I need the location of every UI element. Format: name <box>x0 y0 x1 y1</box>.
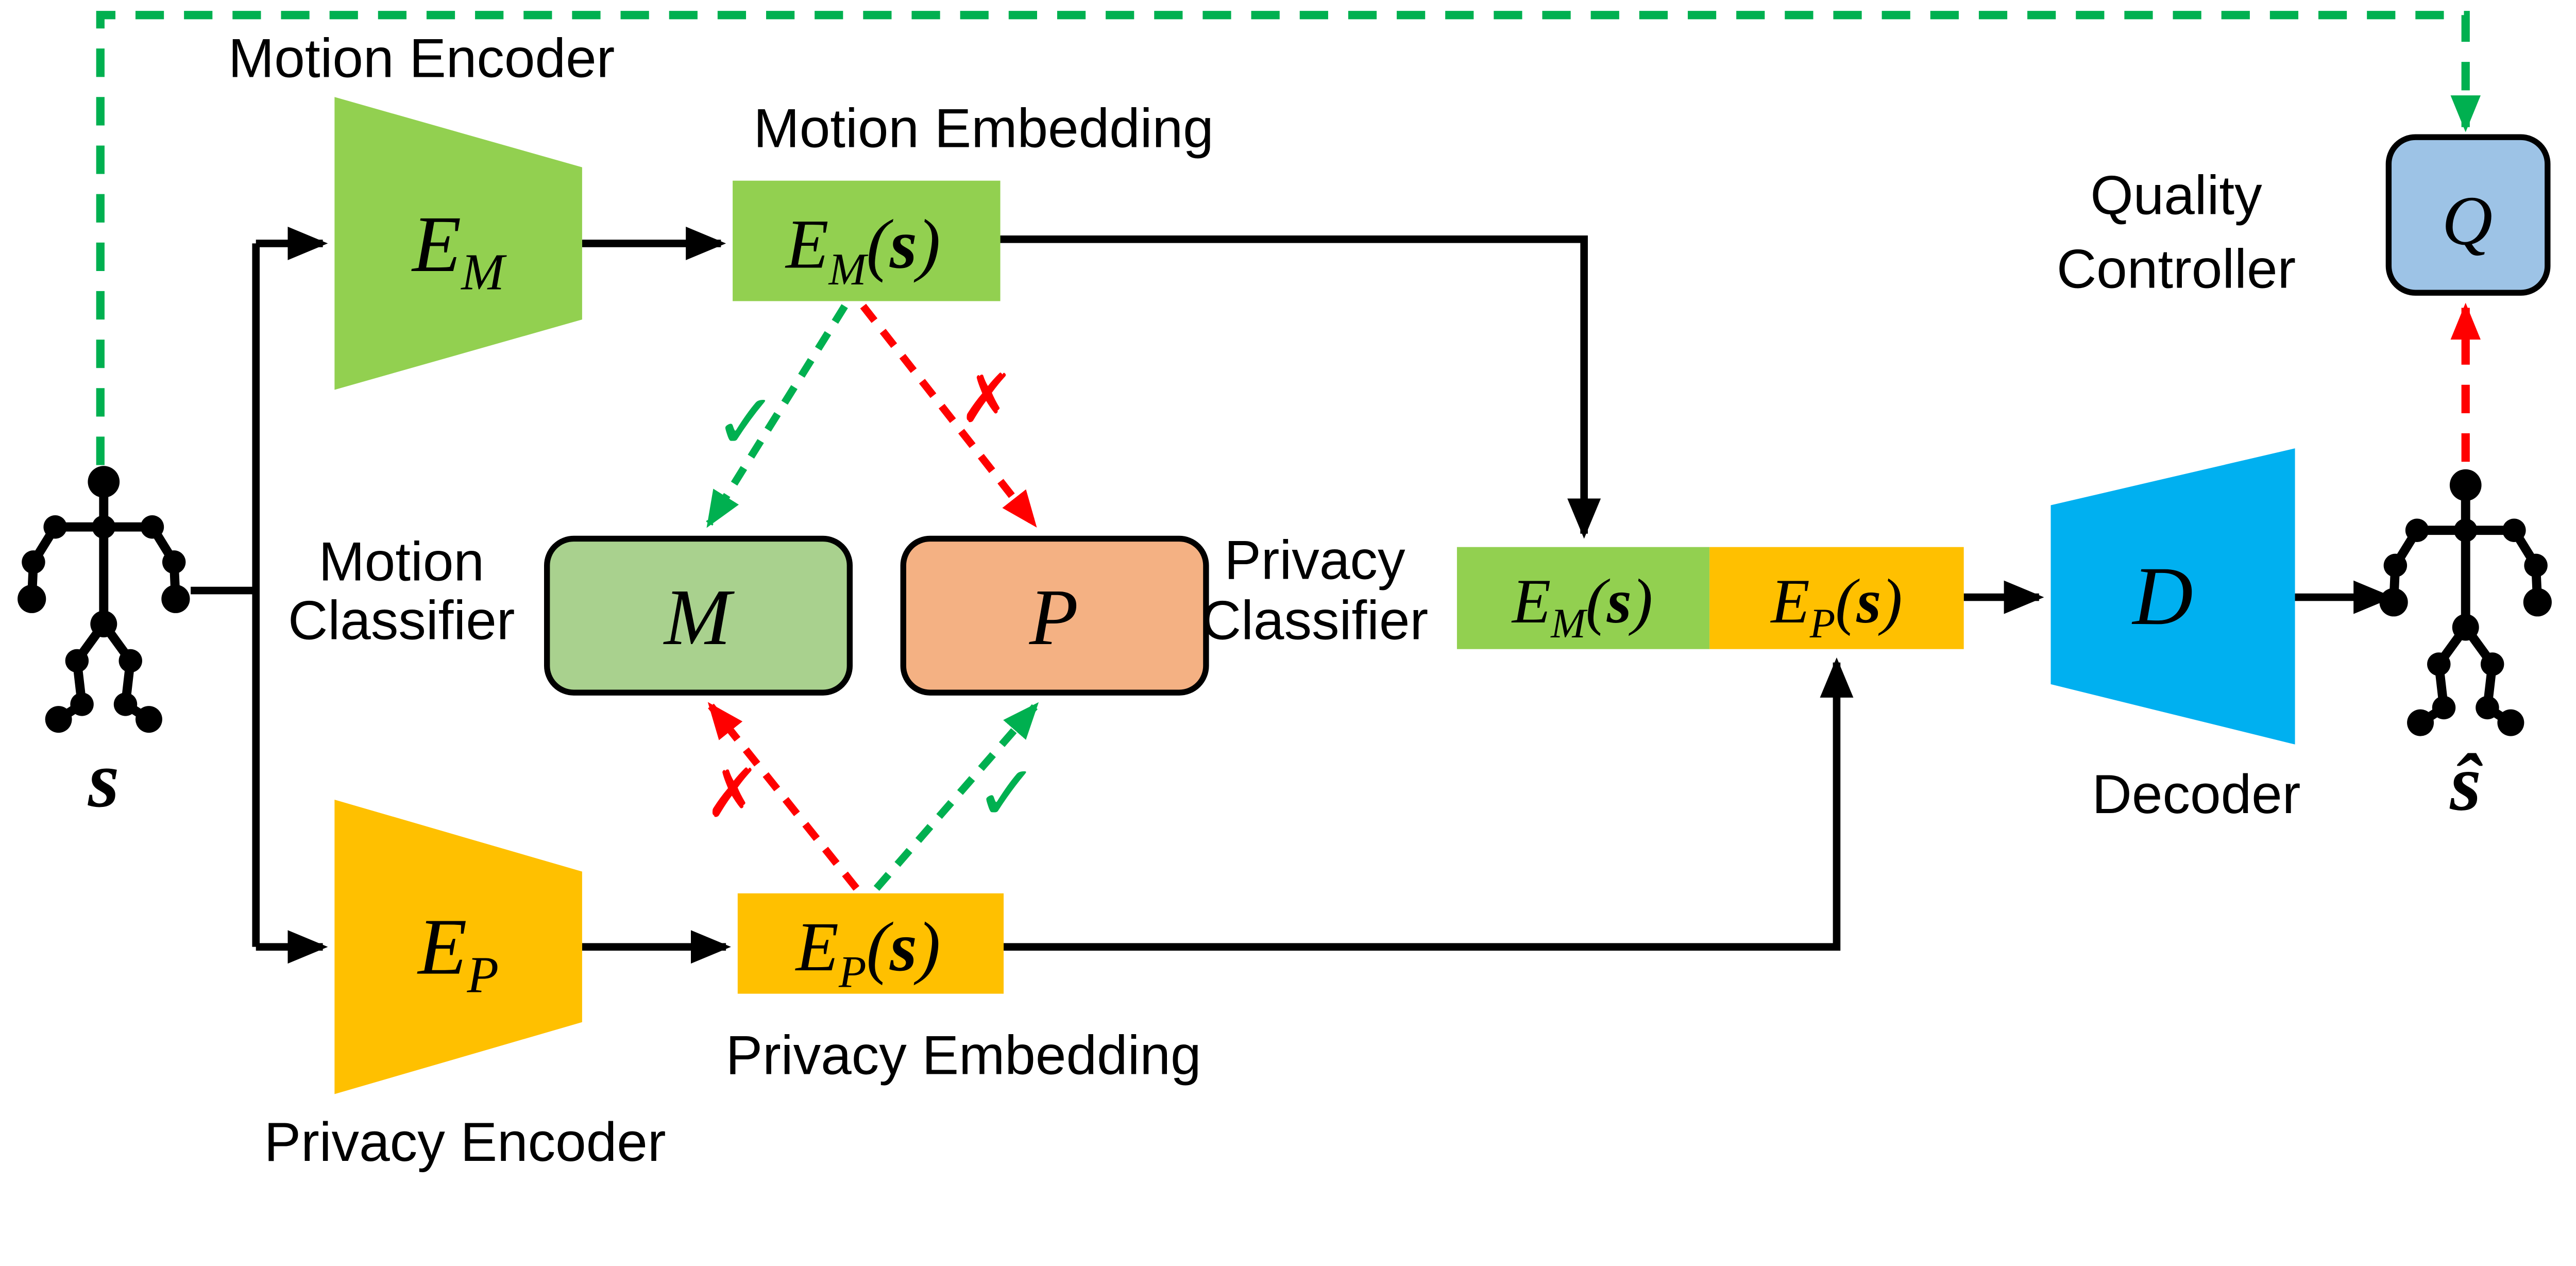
motion-classifier-box <box>544 535 853 696</box>
privacy-classifier-label-line1: Privacy <box>1224 529 1405 590</box>
architecture-diagram: Motion Encoder Motion Embedding Motion C… <box>13 11 2556 1173</box>
motion-encoder-symbol: EM <box>411 199 507 301</box>
privacy-embedding-symbol: EP(s) <box>795 908 941 997</box>
motion-encoder-shape <box>334 97 582 390</box>
privacy-embedding-to-motion-classifier-dashed-arrow <box>707 702 860 891</box>
privacy-encoder-shape <box>334 799 582 1094</box>
motion-classifier-symbol: M <box>663 572 735 662</box>
output-label: ŝ <box>2449 738 2483 827</box>
combined-privacy-embedding-symbol: EP(s) <box>1770 566 1902 647</box>
decoder-symbol: D <box>2131 550 2193 643</box>
privacy-classifier-label-line2: Classifier <box>1201 589 1428 651</box>
decoder-shape <box>2050 448 2295 745</box>
combined-motion-embedding-symbol: EM(s) <box>1511 566 1653 647</box>
combined-motion-embedding-box <box>1456 547 1710 649</box>
motion-embedding-label: Motion Embedding <box>753 97 1213 159</box>
privacy-classifier-box <box>900 535 1209 696</box>
check-mark-privacy-lower: ✓ <box>975 749 1039 838</box>
combined-privacy-embedding-box <box>1709 547 1964 649</box>
privacy-embedding-box <box>737 893 1004 994</box>
motion-embedding-to-motion-classifier-dashed-arrow <box>706 304 848 528</box>
privacy-embedding-label: Privacy Embedding <box>726 1024 1201 1086</box>
input-label: s <box>88 735 120 824</box>
motion-classifier-label-line2: Classifier <box>288 589 515 651</box>
privacy-encoder-label: Privacy Encoder <box>264 1111 666 1173</box>
quality-controller-label-line1: Quality <box>2090 164 2262 226</box>
motion-embedding-box <box>733 180 1001 301</box>
input-to-quality-feedback-dashed-line <box>96 11 2481 465</box>
motion-embedding-symbol: EM(s) <box>785 205 940 294</box>
privacy-classifier-symbol: P <box>1029 572 1078 662</box>
quality-controller-label-line2: Controller <box>2057 238 2296 299</box>
check-mark-motion-upper: ✓ <box>714 377 778 467</box>
privacy-encoder-symbol: EP <box>417 902 499 1004</box>
quality-controller-symbol: Q <box>2442 182 2493 260</box>
motion-classifier-label-line1: Motion <box>318 531 484 593</box>
motion-embedding-to-privacy-classifier-dashed-arrow <box>860 303 1037 528</box>
cross-mark-motion-lower: ✗ <box>705 754 761 832</box>
privacy-embedding-to-combined-arrow <box>1004 657 1854 951</box>
motion-encoder-label: Motion Encoder <box>228 27 615 89</box>
quality-controller-box <box>2385 134 2551 296</box>
input-split-line <box>191 243 260 947</box>
cross-mark-privacy-upper: ✗ <box>959 359 1015 437</box>
motion-embedding-to-combined-arrow <box>1000 235 1601 539</box>
decoder-label: Decoder <box>2092 763 2301 825</box>
privacy-embedding-to-privacy-classifier-dashed-arrow <box>873 702 1039 891</box>
